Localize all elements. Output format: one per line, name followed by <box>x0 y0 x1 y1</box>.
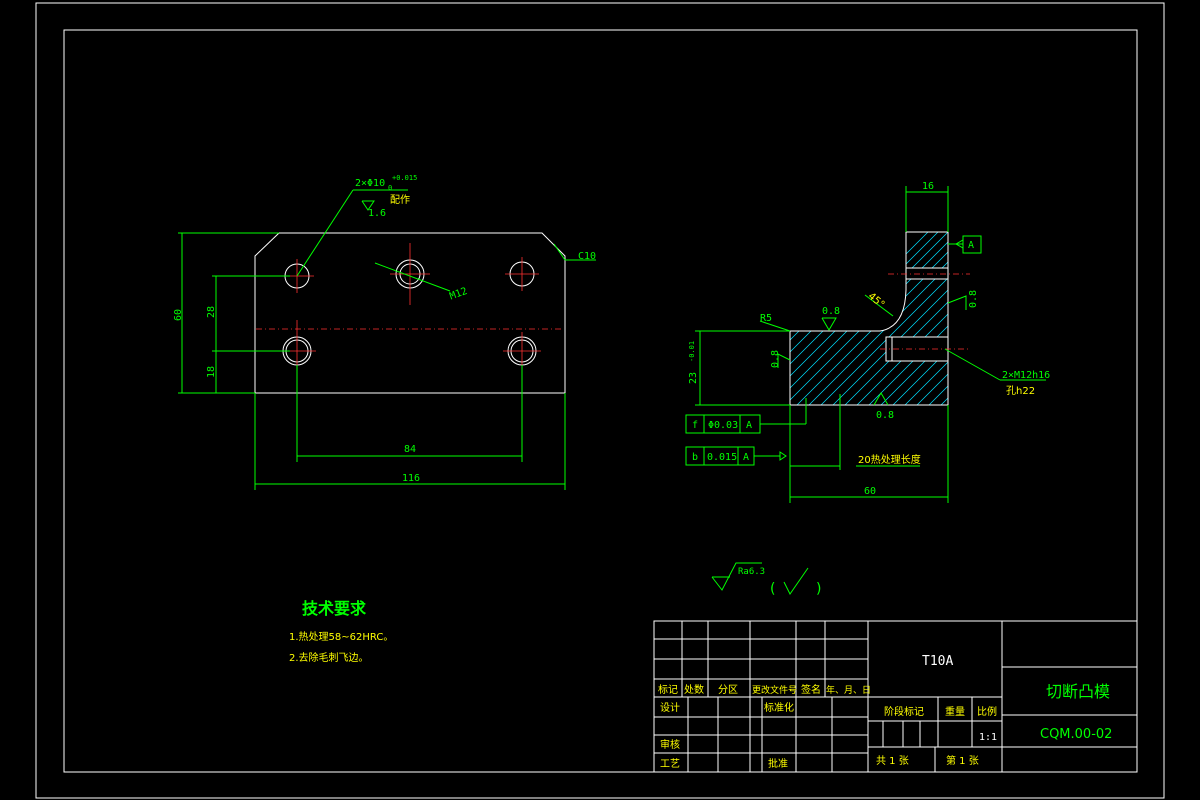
tb-part-name: 切断凸模 <box>1046 682 1110 701</box>
svg-text:(: ( <box>770 581 775 597</box>
dim-height-60: 60 <box>173 309 184 321</box>
svg-text:标准化: 标准化 <box>764 701 794 714</box>
roughness-bottom: 0.8 <box>876 410 894 421</box>
thread-side-label: 2×M12h16 <box>1002 370 1050 381</box>
tb-material: T10A <box>922 654 953 669</box>
dim-width-116: 116 <box>402 473 420 484</box>
section-outline <box>789 231 949 406</box>
svg-text:0.015: 0.015 <box>707 452 737 463</box>
inner-frame <box>63 29 1138 773</box>
roughness-right: 0.8 <box>968 290 979 308</box>
svg-text:Ra6.3: Ra6.3 <box>738 567 765 577</box>
svg-text:共 1 张: 共 1 张 <box>876 755 909 767</box>
svg-text:标记: 标记 <box>658 684 678 696</box>
hole-tol-lower: 0 <box>388 184 392 192</box>
tech-req-title: 技术要求 <box>302 599 367 618</box>
hatch-upper <box>906 232 948 268</box>
svg-text:Φ0.03: Φ0.03 <box>708 420 738 431</box>
svg-text:): ) <box>816 581 821 597</box>
roughness-symbol-hole <box>361 200 375 211</box>
hole-centerlines <box>278 243 541 370</box>
dim-height-28: 28 <box>206 306 217 318</box>
angle-45-label: 45° <box>866 291 887 311</box>
svg-text:b: b <box>692 452 698 463</box>
hole-note: 配作 <box>390 194 410 206</box>
tb-drawing-no: CQM.00-02 <box>1040 727 1112 742</box>
title-block: T10A 切断凸模 CQM.00-02 标记 处数 分区 更改文件号 签名 年、… <box>653 620 1138 773</box>
thread-depth-label: 孔h22 <box>1006 385 1035 397</box>
dim-width-84: 84 <box>404 444 416 455</box>
svg-text:重量: 重量 <box>945 705 965 718</box>
roughness-left: 0.8 <box>770 350 781 368</box>
svg-text:f: f <box>692 420 698 431</box>
svg-text:处数: 处数 <box>684 683 704 696</box>
tolerance-frame-b: b 0.015 A <box>685 446 755 466</box>
chamfer-label: C10 <box>578 251 596 262</box>
datum-a-label: A <box>968 240 974 251</box>
tech-requirements: 技术要求 1.热处理58~62HRC。 2.去除毛刺飞边。 <box>289 599 393 664</box>
tolerance-frame-f: f Φ0.03 A <box>685 414 761 434</box>
hole-leader <box>296 189 354 277</box>
radius-r5-label: R5 <box>760 313 772 324</box>
dim-23-tol: -0.01 <box>688 341 696 362</box>
plan-view: 2×Φ10 +0.015 0 配作 1.6 C10 M12 60 28 18 8… <box>173 174 596 490</box>
svg-text:阶段标记: 阶段标记 <box>884 705 924 718</box>
svg-text:工艺: 工艺 <box>660 758 680 770</box>
svg-text:设计: 设计 <box>660 701 680 714</box>
svg-text:1:1: 1:1 <box>979 732 997 743</box>
roughness-hole-value: 1.6 <box>368 208 386 219</box>
tech-req-item1: 1.热处理58~62HRC。 <box>289 630 393 643</box>
dim-width-16: 16 <box>922 181 934 192</box>
outer-frame <box>35 2 1165 799</box>
svg-text:分区: 分区 <box>718 684 738 696</box>
hole-tol-upper: +0.015 <box>392 174 417 182</box>
svg-text:签名: 签名 <box>801 683 821 696</box>
dim-23-label: 23 <box>688 372 699 384</box>
dim-height-18: 18 <box>206 366 217 378</box>
svg-text:年、月、日: 年、月、日 <box>826 684 871 696</box>
datum-a-box <box>962 235 982 254</box>
hole-spec-label: 2×Φ10 <box>355 178 385 189</box>
general-surface-finish: Ra6.3 ( ) <box>711 562 821 597</box>
thread-main-label: M12 <box>448 286 469 303</box>
dim-width-60: 60 <box>864 486 876 497</box>
tech-req-item2: 2.去除毛刺飞边。 <box>289 651 369 664</box>
svg-text:更改文件号: 更改文件号 <box>752 684 797 696</box>
roughness-top: 0.8 <box>822 306 840 317</box>
svg-text:A: A <box>743 452 749 463</box>
svg-text:审核: 审核 <box>660 738 680 751</box>
svg-text:A: A <box>746 420 752 431</box>
svg-text:第 1 张: 第 1 张 <box>946 754 979 767</box>
svg-text:批准: 批准 <box>768 757 788 770</box>
heat-length-label: 20热处理长度 <box>858 453 921 466</box>
section-view: 16 A 0.8 R5 0.8 45° 0.8 23 -0.01 0.8 <box>685 181 1050 503</box>
svg-text:比例: 比例 <box>977 705 997 718</box>
